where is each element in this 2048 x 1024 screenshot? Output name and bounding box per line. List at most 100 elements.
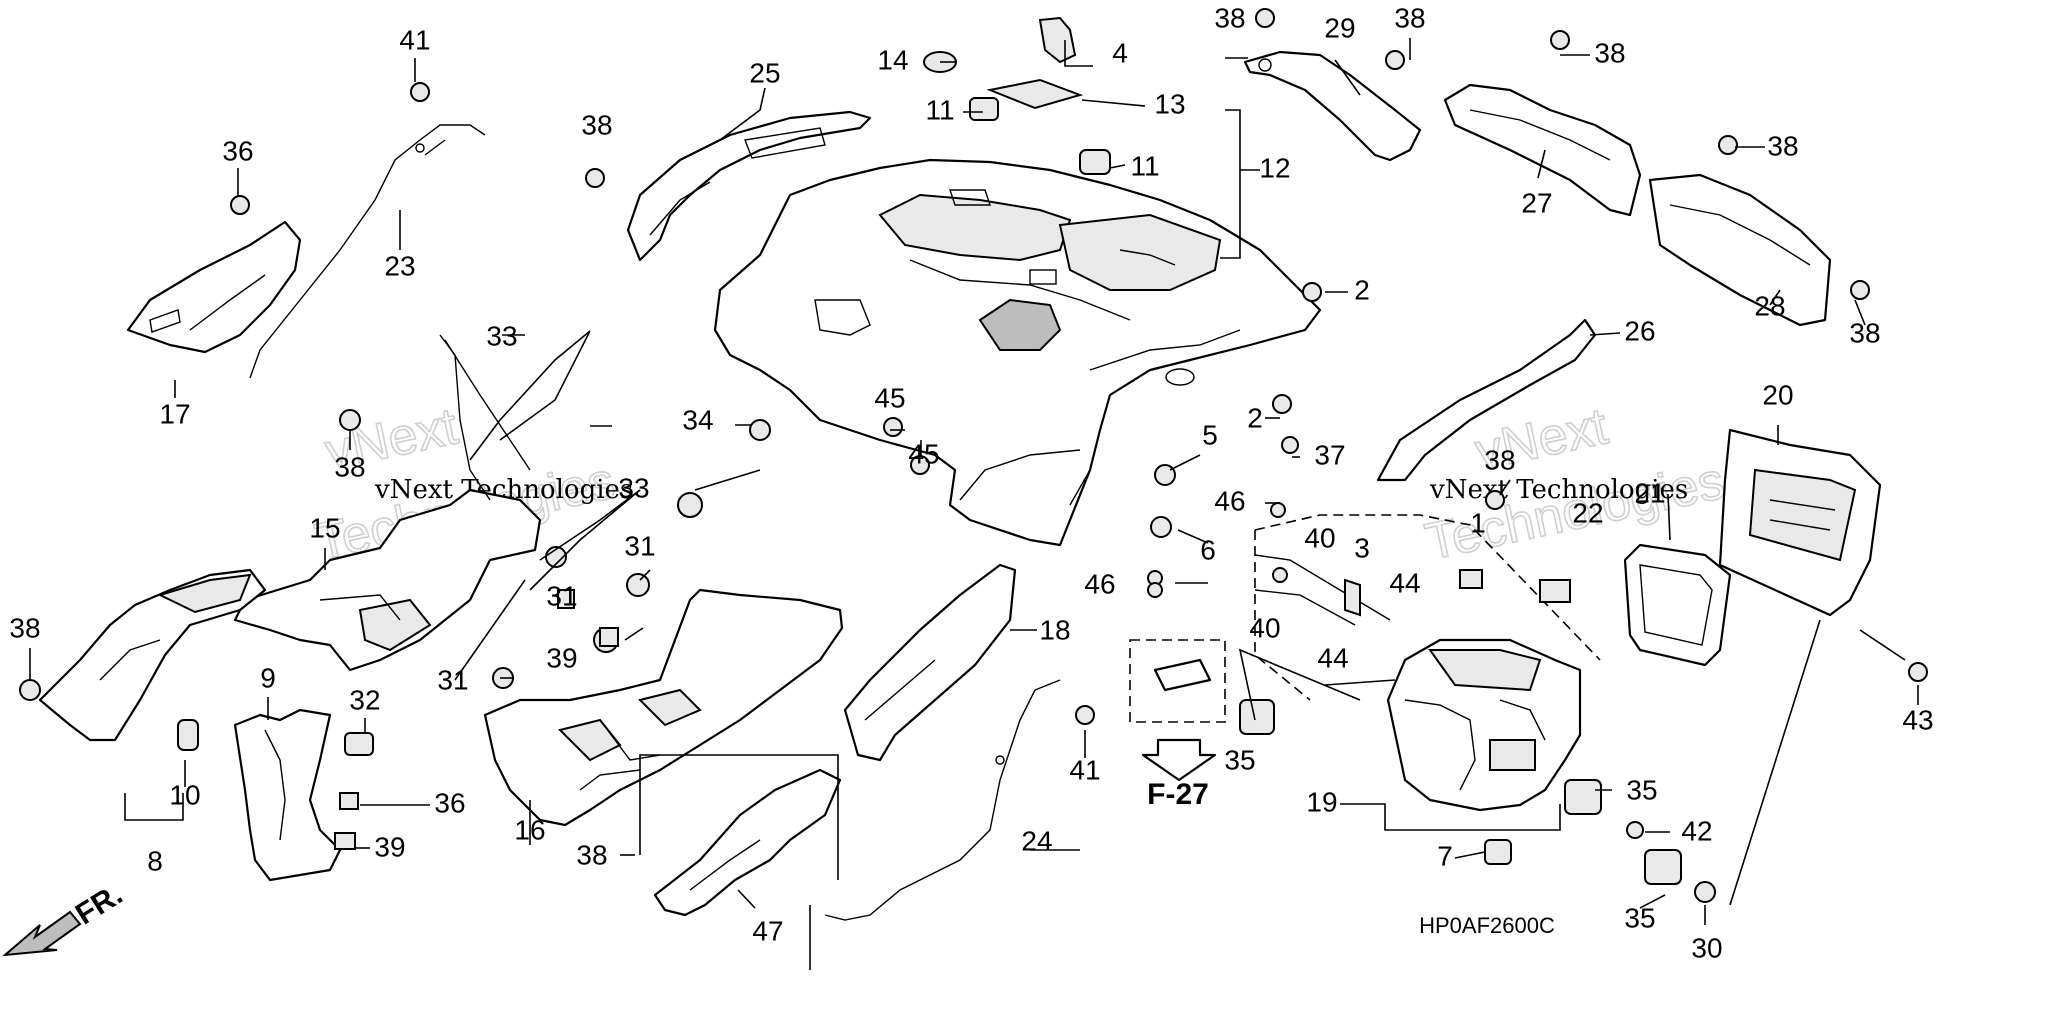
callout-38-right-a: 38 — [1767, 130, 1798, 161]
callout-11-b: 11 — [1130, 150, 1159, 181]
callout-42: 42 — [1681, 815, 1712, 846]
callout-10: 10 — [169, 779, 200, 810]
callout-38-top-mid: 38 — [581, 109, 612, 140]
callout-22: 22 — [1572, 497, 1603, 528]
cable-assembly — [1254, 554, 1391, 626]
callout-36-top: 36 — [222, 135, 253, 166]
reference-f27-label: F-27 — [1147, 778, 1209, 811]
callout-33-a: 33 — [486, 320, 517, 351]
callout-23: 23 — [384, 250, 415, 281]
callout-38-top-right-b: 38 — [1394, 2, 1425, 33]
callout-9: 9 — [260, 662, 276, 693]
rear-cover-part-28 — [1648, 173, 1832, 327]
callout-45-a: 45 — [874, 382, 905, 413]
rear-cover-part-27 — [1443, 83, 1642, 217]
callout-labels: 41 36 23 17 33 38 15 33 31 31 39 38 10 8… — [9, 2, 1933, 963]
bracket-part-29 — [1243, 50, 1422, 162]
callout-41-top: 41 — [399, 24, 430, 55]
callout-38-l: 38 — [334, 451, 365, 482]
callout-24: 24 — [1021, 825, 1052, 856]
callout-31-b: 31 — [546, 580, 577, 611]
callout-2-b: 2 — [1247, 402, 1263, 433]
rear-box-part-19 — [1386, 638, 1582, 812]
rear-panel-part-20 — [1718, 428, 1882, 617]
callout-40-a: 40 — [1304, 522, 1335, 553]
callout-44-b: 44 — [1317, 642, 1348, 673]
mud-flap-part-47 — [653, 768, 842, 917]
front-cover-part-8 — [38, 568, 267, 751]
callout-39-b: 39 — [374, 831, 405, 862]
callout-15: 15 — [309, 512, 340, 543]
callout-36-mid: 36 — [434, 787, 465, 818]
callout-4: 4 — [1112, 37, 1128, 68]
callout-38-mid-right: 38 — [1484, 444, 1515, 475]
callout-35-b: 35 — [1626, 774, 1657, 805]
floor-step-part-16 — [483, 588, 844, 827]
callout-5: 5 — [1202, 419, 1218, 450]
callout-12: 12 — [1259, 152, 1290, 183]
callout-13: 13 — [1154, 88, 1185, 119]
callout-35-a: 35 — [1224, 744, 1255, 775]
callout-38-top-right-c: 38 — [1594, 37, 1625, 68]
callout-47: 47 — [752, 915, 783, 946]
callout-16: 16 — [514, 814, 545, 845]
pad-part-13 — [986, 78, 1084, 110]
side-cover-part-17 — [126, 220, 302, 354]
callout-7: 7 — [1437, 840, 1453, 871]
callout-31-a: 31 — [624, 530, 655, 561]
frame-line-47 — [639, 754, 839, 880]
callout-39-a: 39 — [546, 642, 577, 673]
dashed-bracket-right — [1254, 514, 1601, 661]
callout-8: 8 — [147, 845, 163, 876]
side-guard-part-18 — [843, 563, 1017, 762]
callout-3: 3 — [1354, 532, 1370, 563]
diagram-code-label: HP0AF2600C — [1419, 913, 1555, 938]
callout-17: 17 — [159, 398, 190, 429]
callout-21: 21 — [1634, 477, 1665, 508]
callout-2-a: 2 — [1354, 274, 1370, 305]
callout-1: 1 — [1470, 507, 1486, 538]
front-guard-part-9 — [233, 708, 342, 882]
clip-part-4 — [1038, 16, 1077, 64]
wire-part-24 — [824, 679, 1061, 921]
callout-38-top-right-a: 38 — [1214, 2, 1245, 33]
callout-41-mid: 41 — [1069, 754, 1100, 785]
callout-30: 30 — [1691, 932, 1722, 963]
callout-40-b: 40 — [1249, 612, 1280, 643]
under-panel-part-15 — [233, 334, 542, 672]
fasteners — [19, 8, 1928, 903]
callout-19: 19 — [1306, 786, 1337, 817]
callout-6: 6 — [1200, 534, 1216, 565]
callout-14: 14 — [877, 44, 908, 75]
callout-11-a: 11 — [925, 94, 954, 125]
dashed-bracket-left — [1254, 530, 1311, 701]
seal-part-21 — [1623, 543, 1732, 667]
callout-28: 28 — [1754, 290, 1785, 321]
callout-38-bottom: 38 — [576, 839, 607, 870]
front-direction-arrow — [1, 910, 82, 957]
callout-35-c: 35 — [1624, 902, 1655, 933]
callout-38-far-left: 38 — [9, 612, 40, 643]
watermark-text-right: vNext Technologies — [1429, 475, 1688, 505]
fender-cover-part-25 — [626, 110, 872, 262]
callout-31-c: 31 — [437, 664, 468, 695]
callout-45-b: 45 — [908, 438, 939, 469]
callout-46-b: 46 — [1084, 568, 1115, 599]
wire-part-23 — [249, 124, 486, 379]
callout-26: 26 — [1624, 315, 1655, 346]
callout-18: 18 — [1039, 614, 1070, 645]
callout-32: 32 — [349, 684, 380, 715]
rear-fender-part-12 — [713, 158, 1322, 547]
callout-43: 43 — [1902, 704, 1933, 735]
callout-29: 29 — [1324, 12, 1355, 43]
callout-44-a: 44 — [1389, 567, 1420, 598]
leader-lines — [29, 38, 1919, 925]
f27-reference — [1129, 639, 1226, 782]
callout-20: 20 — [1762, 379, 1793, 410]
callout-46-a: 46 — [1214, 485, 1245, 516]
callout-33-b: 33 — [618, 472, 649, 503]
callout-34: 34 — [682, 404, 713, 435]
callout-27: 27 — [1521, 187, 1552, 218]
callout-38-right-b: 38 — [1849, 317, 1880, 348]
